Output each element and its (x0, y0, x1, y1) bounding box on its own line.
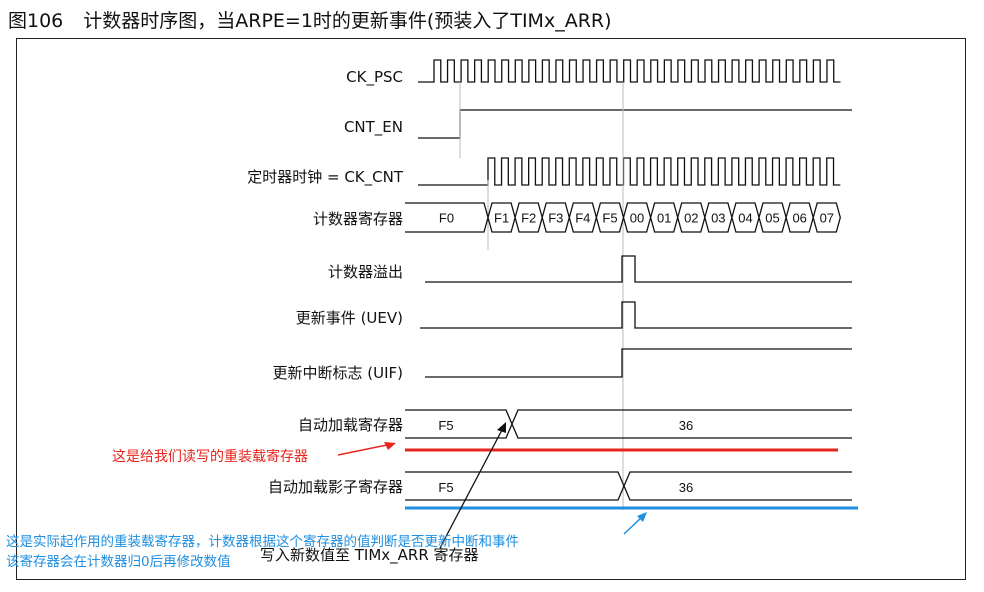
write-note: 写入新数值至 TIMx_ARR 寄存器 (260, 546, 479, 564)
counter-value-cell: 04 (738, 211, 752, 226)
annotation-blue-line1: 这是实际起作用的重装载寄存器，计数器根据这个寄存器的值判断是否更新中断和事件 (6, 534, 519, 550)
annotation-red: 这是给我们读写的重装载寄存器 (112, 449, 308, 465)
figure-number: 图106 (8, 10, 64, 32)
uif-waveform (425, 348, 852, 378)
label-arr-shadow: 自动加载影子寄存器 (268, 478, 403, 496)
counter-value-cell: F5 (602, 211, 617, 226)
annotation-blue: 这是实际起作用的重装载寄存器，计数器根据这个寄存器的值判断是否更新中断和事件 该… (6, 532, 519, 572)
overflow-waveform (425, 255, 852, 283)
counter-value-cell: F1 (494, 211, 509, 226)
arr-shadow-value-new: 36 (679, 480, 693, 495)
label-arr-preload: 自动加载寄存器 (298, 416, 403, 434)
label-ck-cnt: 定时器时钟 = CK_CNT (247, 168, 404, 187)
cnt-en-waveform (418, 109, 852, 139)
figure-title: 图106 计数器时序图，当ARPE=1时的更新事件(预装入了TIMx_ARR) (8, 6, 612, 33)
arr-shadow-bus (405, 471, 852, 501)
uev-waveform (420, 301, 852, 329)
ck-psc-waveform (418, 59, 841, 83)
blue-arrow-head (637, 512, 647, 522)
label-counter-overflow: 计数器溢出 (328, 263, 403, 281)
diagram-frame (16, 38, 966, 580)
red-arrow-head (384, 442, 396, 450)
counter-value-cell: F4 (575, 211, 590, 226)
counter-value-cell: 03 (711, 211, 725, 226)
figure-caption: 计数器时序图，当ARPE=1时的更新事件(预装入了TIMx_ARR) (83, 10, 612, 32)
arr-preload-value-new: 36 (679, 418, 693, 433)
counter-value-cell: 02 (684, 211, 698, 226)
counter-value-cell: F2 (521, 211, 536, 226)
write-arrow-head (497, 422, 506, 433)
red-arrow (337, 443, 393, 456)
label-counter-register: 计数器寄存器 (313, 210, 403, 228)
counter-value-cell: 07 (820, 211, 834, 226)
counter-value-cell: 01 (657, 211, 671, 226)
ck-cnt-waveform (418, 157, 841, 186)
label-cnt-en: CNT_EN (344, 118, 403, 137)
counter-value-cell: 00 (630, 211, 644, 226)
write-arrow (439, 427, 504, 549)
label-update-event: 更新事件 (UEV) (296, 309, 403, 327)
arr-preload-value-old: F5 (438, 418, 453, 433)
counter-bus-outline (405, 202, 841, 233)
label-ck-psc: CK_PSC (346, 68, 403, 87)
label-uif: 更新中断标志 (UIF) (272, 364, 403, 382)
counter-value-cell: F0 (439, 211, 454, 226)
annotation-blue-line2: 该寄存器会在计数器归0后再修改数值 (6, 554, 231, 570)
counter-value-cell: 05 (765, 211, 779, 226)
counter-register-bus: F0 F1 F2 F3 F4 F5 00 01 02 03 04 05 06 07 (405, 202, 841, 233)
counter-value-cell: F3 (548, 211, 563, 226)
arr-preload-bus (405, 409, 852, 439)
arr-shadow-value-old: F5 (438, 480, 453, 495)
counter-value-cell: 06 (792, 211, 806, 226)
